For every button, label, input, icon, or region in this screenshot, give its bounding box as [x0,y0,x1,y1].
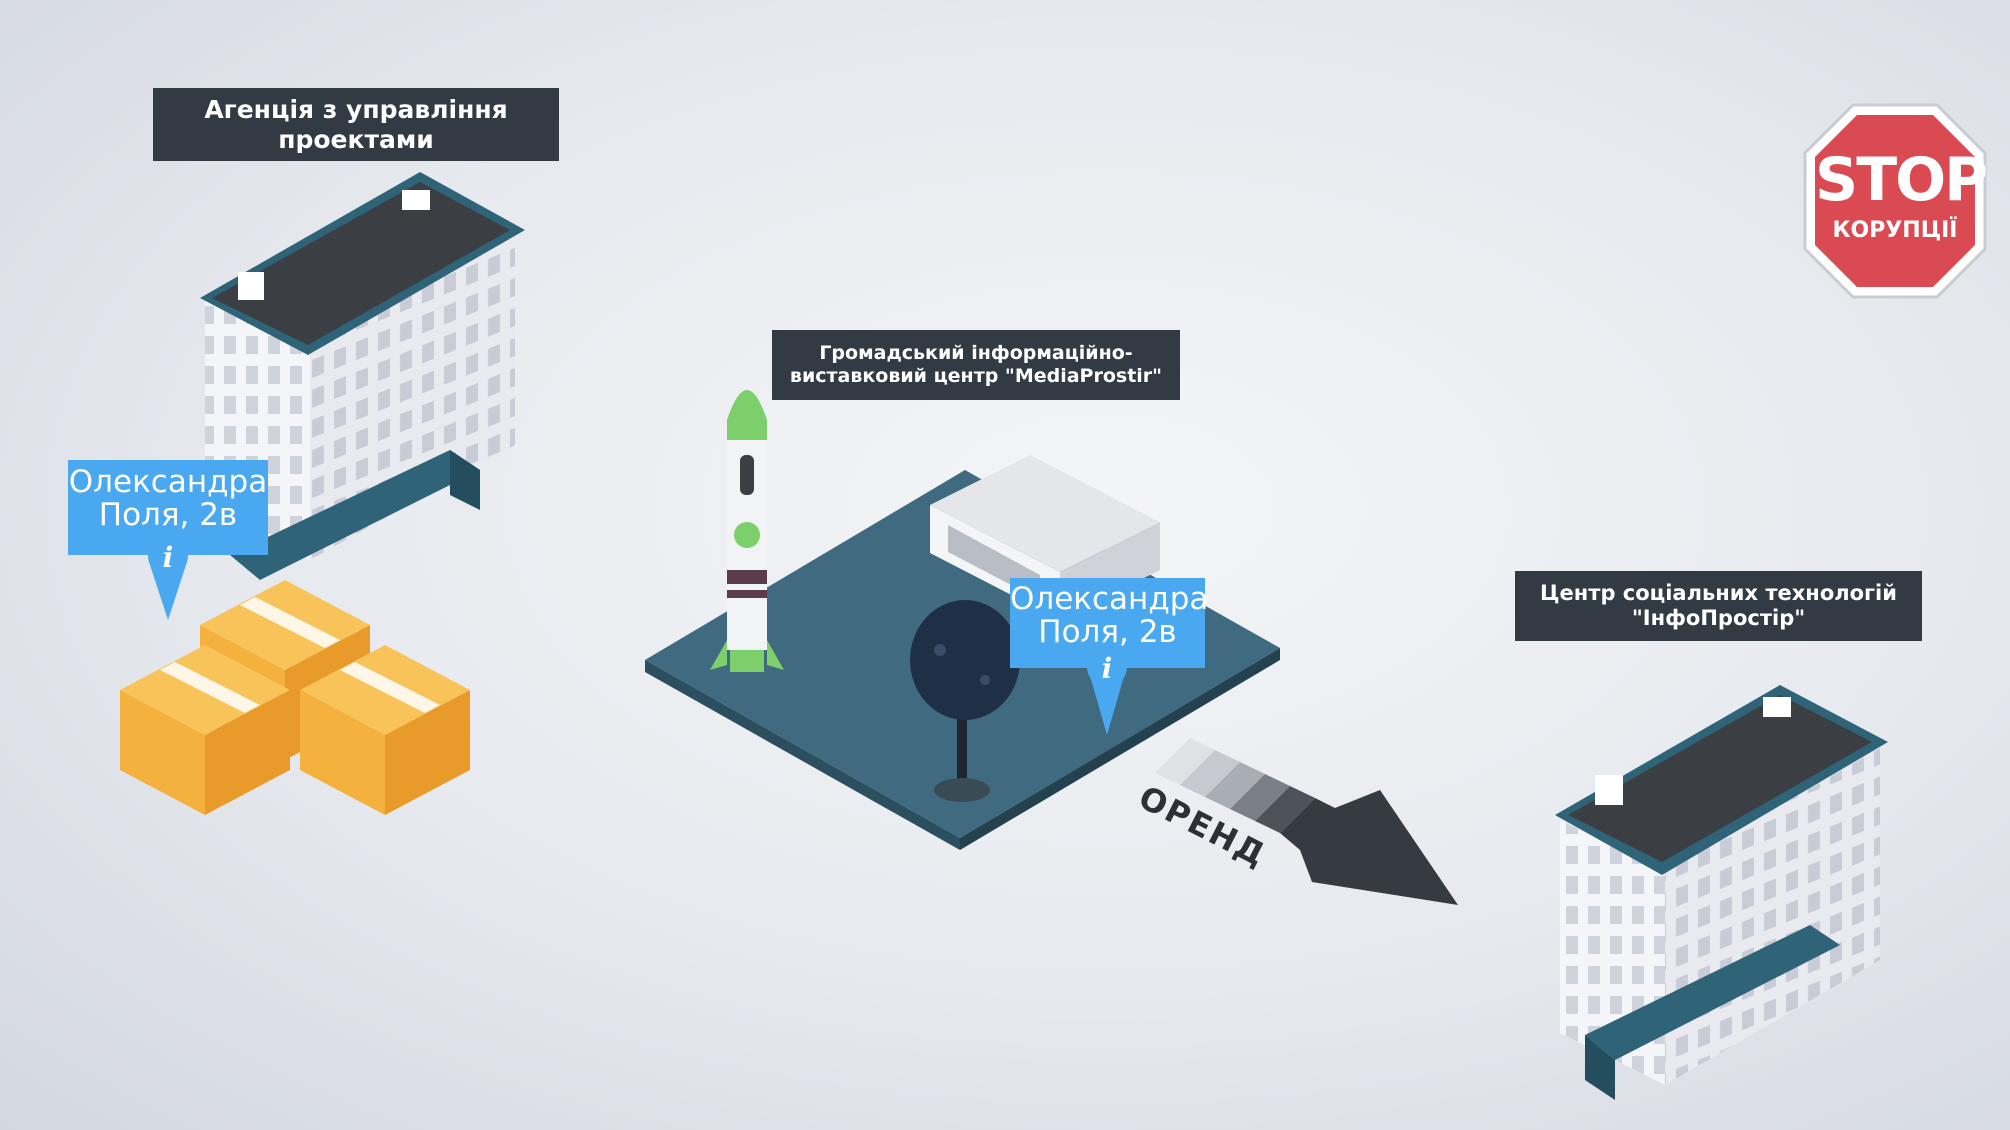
stop-sign-line2: КОРУПЦІЇ [1832,218,1958,243]
infoprostir-label-line2: "ІнфоПростір" [1631,606,1806,630]
cardboard-boxes [120,580,470,815]
agency-label: Агенція з управління проектами [153,88,559,161]
center-address-line1: Олександра [1010,581,1209,617]
mediaprostir-label-line1: Громадський інформаційно- [819,342,1133,365]
infoprostir-label: Центр соціальних технологій "ІнфоПростір… [1515,571,1922,641]
left-info-icon: i [163,541,174,574]
left-address-line1: Олександра [68,464,268,500]
rent-arrow [1155,738,1458,905]
center-address-line2: Поля, 2в [1038,613,1177,650]
stop-sign-line1: STOP [1815,145,1988,215]
center-address-label: Олександра Поля, 2в [1010,581,1209,650]
infoprostir-label-line1: Центр соціальних технологій [1540,580,1897,605]
mediaprostir-label: Громадський інформаційно- виставковий це… [772,330,1180,400]
stop-corruption-sign [1803,103,1987,299]
left-address-line2: Поля, 2в [98,496,238,533]
agency-label-line1: Агенція з управління [204,94,508,124]
left-address-label: Олександра Поля, 2в [68,464,268,533]
center-info-icon: i [1102,652,1113,685]
rocket [710,390,784,672]
right-building [1555,685,1888,1100]
mediaprostir-label-line2: виставковий центр "MediaProstir" [789,365,1163,387]
agency-label-line2: проектами [278,124,434,154]
